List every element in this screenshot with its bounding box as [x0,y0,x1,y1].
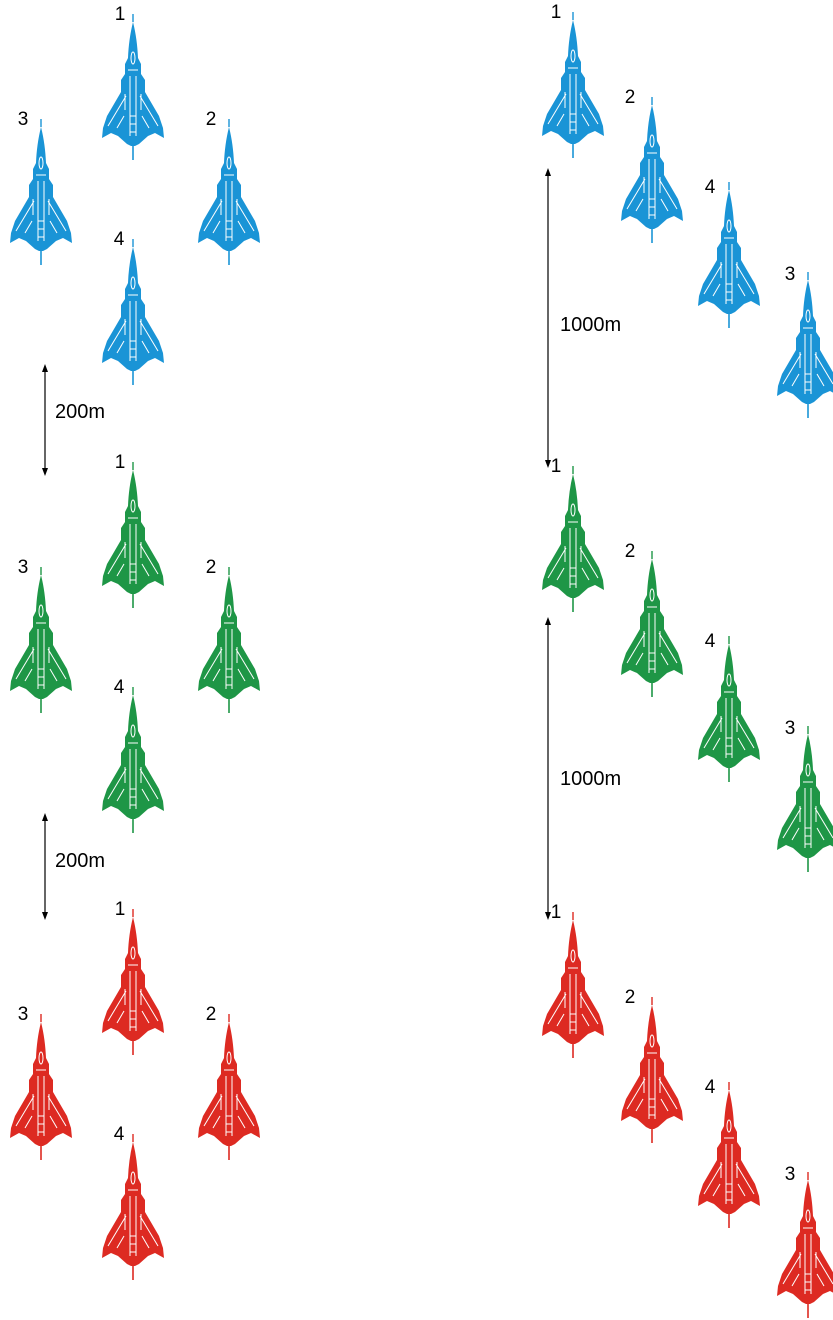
spacing-distance-label: 1000m [560,314,621,336]
green-flight: 1 3 2 4 [9,452,261,834]
position-number-label: 4 [114,677,125,698]
echelon-formation-column: 1 2 4 3 1 2 4 3 1 2 4 3 1000m 1000m [541,2,833,1319]
position-number-label: 2 [206,109,217,130]
box-formation-column: 1 3 2 4 1 3 2 4 1 3 2 4 200m 200m [9,4,261,1281]
fighter-jet-icon [101,686,165,834]
fighter-jet-icon [541,911,605,1059]
position-number-label: 3 [18,1004,29,1025]
spacing-indicator: 200m [42,813,105,920]
position-number-label: 1 [551,456,562,477]
red-flight: 1 3 2 4 [9,899,261,1281]
arrow-up-icon [545,168,551,176]
position-number-label: 2 [625,987,636,1008]
green-flight: 1 2 4 3 [541,456,833,873]
fighter-jet-icon [101,238,165,386]
position-number-label: 1 [115,452,126,473]
position-number-label: 3 [18,109,29,130]
fighter-jet-icon [697,181,761,329]
fighter-jet-icon [197,1013,261,1161]
position-number-label: 1 [551,902,562,923]
spacing-distance-label: 200m [55,401,105,423]
arrow-up-icon [42,813,48,821]
position-number-label: 4 [705,1077,716,1098]
fighter-jet-icon [620,96,684,244]
arrow-up-icon [42,364,48,372]
fighter-jet-icon [776,725,833,873]
red-flight: 1 2 4 3 [541,902,833,1319]
position-number-label: 3 [785,1164,796,1185]
fighter-jet-icon [9,118,73,266]
fighter-jet-icon [101,908,165,1056]
fighter-jet-icon [541,465,605,613]
arrow-down-icon [42,468,48,476]
fighter-jet-icon [101,1133,165,1281]
position-number-label: 4 [705,177,716,198]
position-number-label: 1 [551,2,562,23]
position-number-label: 4 [114,1124,125,1145]
fighter-jet-icon [101,13,165,161]
position-number-label: 3 [18,557,29,578]
position-number-label: 1 [115,4,126,25]
position-number-label: 2 [625,87,636,108]
spacing-indicator: 200m [42,364,105,476]
position-number-label: 4 [705,631,716,652]
position-number-label: 2 [206,557,217,578]
position-number-label: 3 [785,264,796,285]
spacing-indicator: 1000m [545,617,621,920]
arrow-down-icon [42,912,48,920]
fighter-jet-icon [620,550,684,698]
arrow-up-icon [545,617,551,625]
arrow-down-icon [545,460,551,468]
position-number-label: 4 [114,229,125,250]
fighter-jet-icon [197,566,261,714]
position-number-label: 3 [785,718,796,739]
fighter-jet-icon [197,118,261,266]
spacing-distance-label: 200m [55,850,105,872]
blue-flight: 1 3 2 4 [9,4,261,386]
spacing-distance-label: 1000m [560,768,621,790]
position-number-label: 2 [206,1004,217,1025]
fighter-jet-icon [697,1081,761,1229]
fighter-jet-icon [101,461,165,609]
arrow-down-icon [545,912,551,920]
fighter-jet-icon [541,11,605,159]
blue-flight: 1 2 4 3 [541,2,833,419]
fighter-jet-icon [9,1013,73,1161]
position-number-label: 2 [625,541,636,562]
fighter-jet-icon [776,1171,833,1319]
fighter-jet-icon [9,566,73,714]
fighter-jet-icon [620,996,684,1144]
spacing-indicator: 1000m [545,168,621,468]
fighter-jet-icon [776,271,833,419]
fighter-jet-icon [697,635,761,783]
position-number-label: 1 [115,899,126,920]
